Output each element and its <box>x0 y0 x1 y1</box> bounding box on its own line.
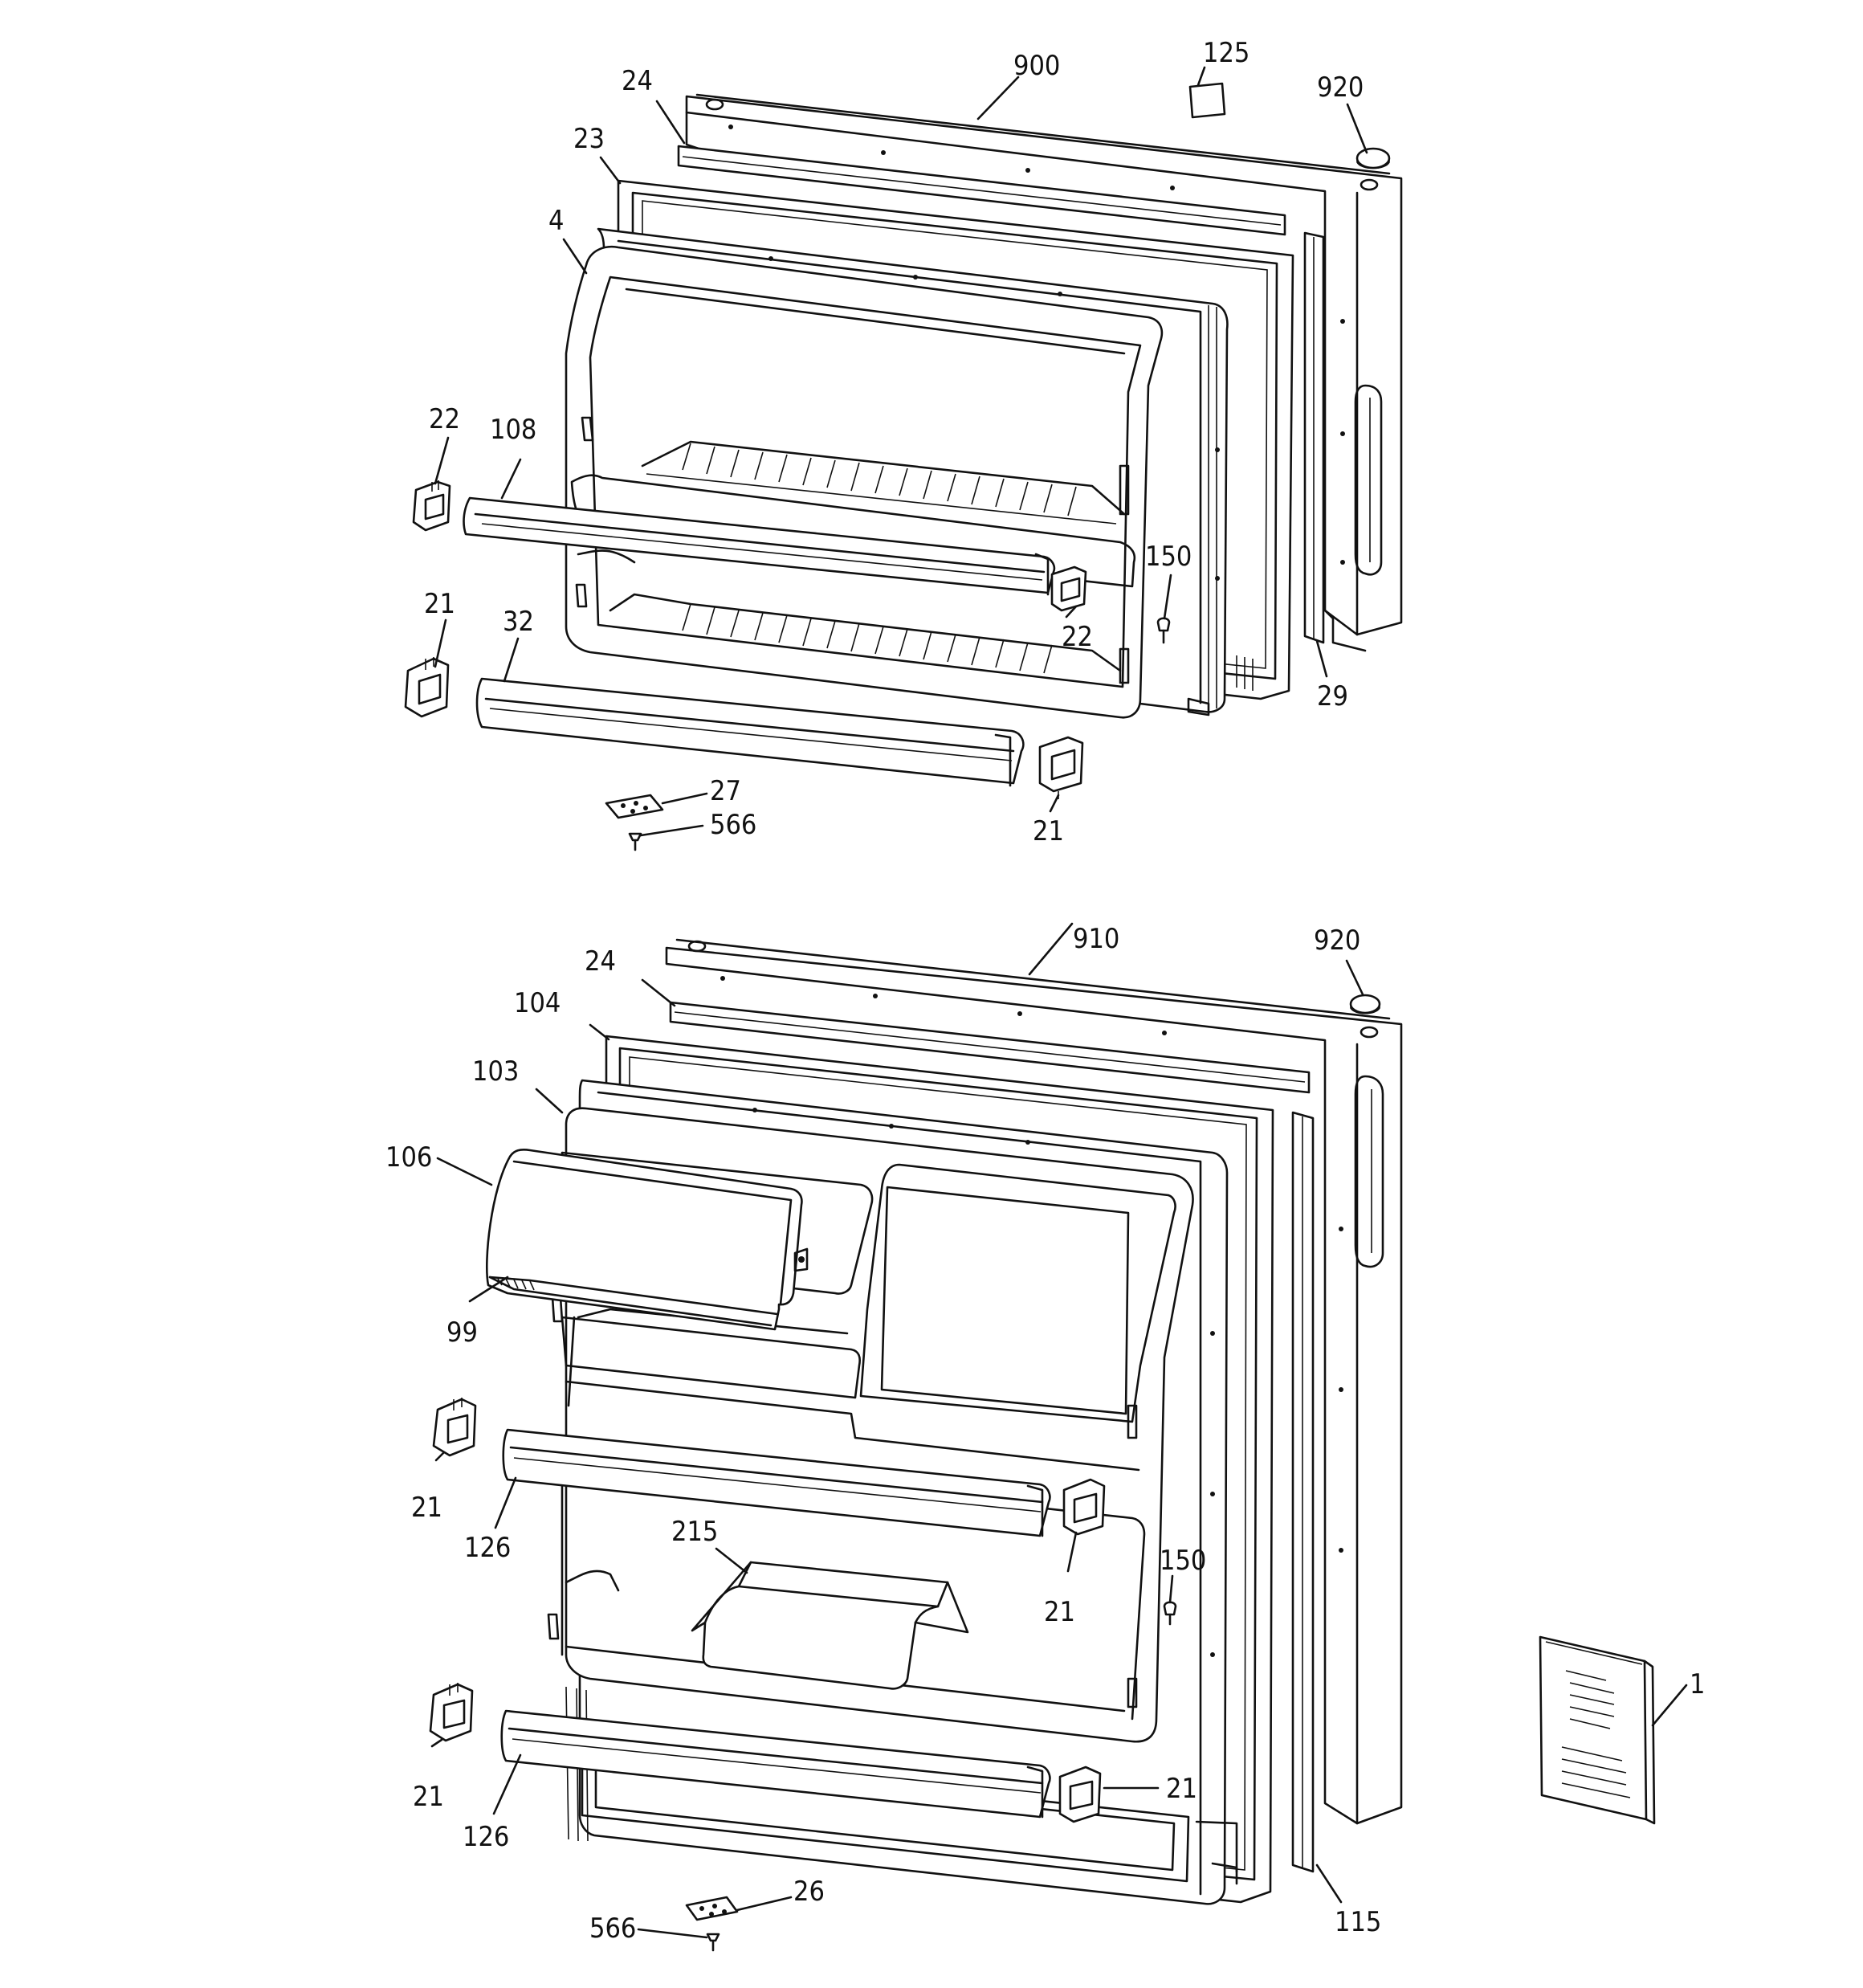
label-21-upper-right: 21 <box>1033 815 1064 847</box>
shelf-clip-22-left <box>412 480 451 532</box>
label-115: 115 <box>1335 1906 1381 1938</box>
side-strip-29 <box>1303 231 1325 644</box>
outer-door-panel-900 <box>685 93 1403 652</box>
label-1: 1 <box>1690 1668 1705 1700</box>
label-920-upper: 920 <box>1317 71 1364 104</box>
label-24-upper: 24 <box>622 65 653 97</box>
label-126-upper: 126 <box>464 1532 511 1564</box>
shelf-clip-21-f <box>1058 1766 1102 1823</box>
label-29: 29 <box>1317 680 1348 712</box>
dairy-door-106 <box>486 1148 809 1331</box>
label-215: 215 <box>671 1516 718 1548</box>
screw-150-lower <box>1163 1601 1177 1626</box>
bin-215 <box>691 1561 969 1690</box>
label-103: 103 <box>472 1055 519 1088</box>
shelf-clip-21-left <box>404 657 450 718</box>
label-21-lower-c: 21 <box>413 1781 444 1813</box>
shelf-clip-21-right <box>1038 736 1084 799</box>
label-24-lower: 24 <box>585 945 616 978</box>
label-21-lower-b: 21 <box>1044 1596 1075 1628</box>
label-150-lower: 150 <box>1160 1545 1206 1577</box>
label-22-right: 22 <box>1062 621 1093 653</box>
door-strip-24-lower <box>669 1001 1311 1094</box>
label-27: 27 <box>710 775 741 807</box>
label-22-left: 22 <box>429 403 460 435</box>
side-strip-115 <box>1291 1111 1315 1873</box>
label-125: 125 <box>1203 37 1249 69</box>
shelf-bar-32 <box>475 677 1025 787</box>
manual-booklet-1 <box>1539 1635 1656 1825</box>
cap-920-lower <box>1349 994 1381 1014</box>
screw-566-upper <box>628 832 642 851</box>
leader-lines <box>430 66 1688 1939</box>
label-4: 4 <box>548 205 564 237</box>
label-21-upper-left: 21 <box>424 588 455 620</box>
hinge-plate-27 <box>605 794 664 819</box>
freezer-door-assembly <box>404 82 1403 851</box>
label-99: 99 <box>446 1316 478 1349</box>
freezer-inner-tray <box>565 245 1164 719</box>
cap-920-upper <box>1355 147 1391 169</box>
label-21-lower-a: 21 <box>411 1492 442 1524</box>
label-23: 23 <box>573 123 605 155</box>
shelf-bar-126-lower <box>500 1709 1051 1819</box>
label-126-lower: 126 <box>463 1821 509 1853</box>
label-108: 108 <box>490 414 536 446</box>
shelf-bar-126-upper <box>502 1428 1051 1537</box>
label-26: 26 <box>793 1876 825 1908</box>
shelf-clip-21-d <box>1062 1478 1106 1536</box>
label-910: 910 <box>1073 923 1119 955</box>
screw-150-upper <box>1156 617 1171 644</box>
label-900: 900 <box>1013 50 1060 82</box>
hinge-plate-26 <box>685 1896 739 1921</box>
label-920-lower: 920 <box>1314 925 1360 957</box>
label-566-lower: 566 <box>589 1912 636 1945</box>
shelf-clip-21-c <box>432 1398 477 1457</box>
label-32: 32 <box>503 606 534 638</box>
label-21-lower-d: 21 <box>1166 1773 1197 1805</box>
shelf-clip-21-e <box>429 1683 474 1742</box>
label-106: 106 <box>385 1141 432 1174</box>
fresh-food-door-assembly <box>429 938 1656 1952</box>
label-566-upper: 566 <box>710 809 756 841</box>
label-150-upper: 150 <box>1145 541 1192 573</box>
shelf-bar-108 <box>463 496 1056 596</box>
label-104: 104 <box>514 987 561 1019</box>
outer-door-panel-910 <box>665 938 1403 1825</box>
door-strip-24-upper <box>677 145 1286 236</box>
screw-566-lower <box>706 1933 720 1952</box>
shelf-clip-22-right <box>1050 565 1087 612</box>
part-labels: 900 125 920 24 23 4 22 108 150 22 21 32 … <box>385 37 1705 1945</box>
plug-125 <box>1188 82 1226 119</box>
